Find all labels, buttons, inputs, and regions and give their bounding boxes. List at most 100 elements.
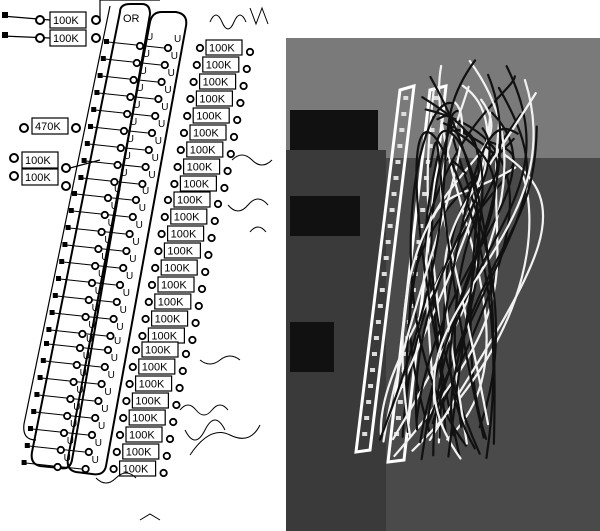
pin-letter: U [70,419,77,430]
resistor-box [125,426,163,443]
resistor-box [21,168,59,186]
pin-letter: U [161,102,168,113]
resistor-box [49,29,87,47]
resistor-box [199,73,237,90]
pin-letter: U [101,252,108,263]
pin-letter: U [142,186,149,197]
pin-letter: U [92,303,99,314]
pin-letter: U [83,351,90,362]
pin-letter: U [64,453,71,464]
pin-letter: U [132,237,139,248]
pin-letter: U [146,32,153,43]
resistor-box [205,39,243,56]
pin-letter: U [108,218,115,229]
resistor-box [154,293,192,310]
pin-letter: U [98,421,105,432]
resistor-box [167,225,205,242]
pin-letter: U [104,235,111,246]
resistor-box [141,341,179,358]
resistor-box [163,242,201,259]
pin-letter: U [108,370,115,381]
resistor-box [138,358,176,375]
resistor-label: 100K [151,331,177,343]
pin-letter: U [88,320,95,331]
left-resistor-pair: 100K 100K [9,151,101,191]
resistor-label: 100K [199,94,225,106]
pin-letter: U [92,455,99,466]
resistor-label: 100K [193,128,219,140]
resistor-box [183,158,221,175]
bus-wire [23,5,111,441]
pullup-resistor: 470K [19,117,81,135]
resistor-label: 100K [25,155,51,167]
pin-letter: U [67,436,74,447]
resistor-label: 100K [177,195,203,207]
pin-letter: U [116,322,123,333]
pin-letter: U [133,100,140,111]
resistor-box [179,175,217,192]
pin-letter: U [129,254,136,265]
resistor-box [122,443,160,460]
pin-letter: U [73,402,80,413]
resistor-label: 100K [132,413,158,425]
pin-letter: U [140,66,147,77]
resistor-box [31,117,69,135]
resistor-box [186,141,224,158]
pin-letter: U [127,134,134,145]
pin-letter: U [114,336,121,347]
pin-letter: U [123,288,130,299]
resistor-label: 100K [209,43,235,55]
table-row: U U 100K [78,168,229,193]
resistor-label: 100K [206,60,232,72]
resistor-label: 100K [129,430,155,442]
resistor-box [128,409,166,426]
resistor-label: 100K [183,179,209,191]
board-photo [286,38,600,531]
ic-chip [290,322,334,372]
pin-letter: U [111,201,118,212]
resistor-label: 100K [167,246,193,258]
resistor-box [189,124,227,141]
resistor-box [173,191,211,208]
resistor-box [135,375,173,392]
pin-letter: U [148,170,155,181]
pin-letter: U [95,438,102,449]
resistor-label: 100K [53,15,79,27]
pin-letter: U [111,353,118,364]
resistor-label: 100K [155,314,181,326]
resistor-label: 100K [171,229,197,241]
pin-letter: U [130,117,137,128]
top-resistor-pair: 100K 100K [1,0,160,47]
pin-letter: U [114,184,121,195]
pin-letter: U [143,49,150,60]
resistor-label: 100K [203,77,229,89]
resistor-label: 100K [142,362,168,374]
pin-letter: U [136,83,143,94]
pin-letter: U [95,286,102,297]
header-label: OR [123,13,140,25]
resistor-label: 100K [158,297,184,309]
pin-letter: U [168,68,175,79]
resistor-box [170,208,208,225]
resistor-label: 100K [174,212,200,224]
pin-letter: U [80,368,87,379]
resistor-box [49,11,87,29]
resistor-box [160,259,198,276]
pin-letter: U [171,51,178,62]
pin-letter: U [136,220,143,231]
pin-letter: U [98,269,105,280]
resistor-label: 100K [190,145,216,157]
